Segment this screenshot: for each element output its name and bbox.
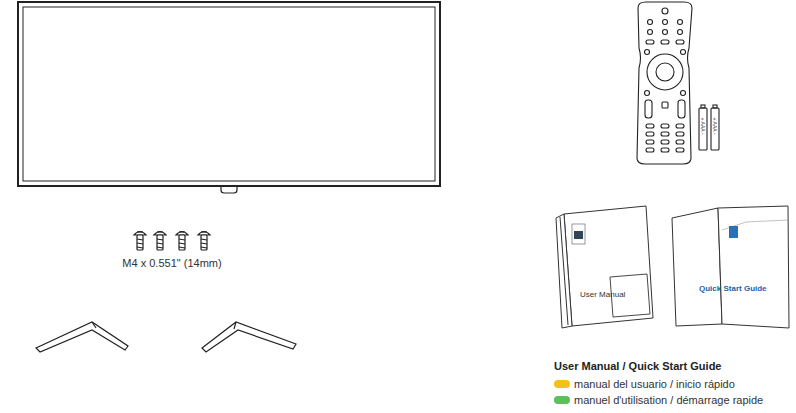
booklet-title: User Manual — [580, 290, 625, 299]
screw-size: M4 x 0.551" (14mm) — [122, 257, 221, 269]
legend-row: manuel d'utilisation / démarrage rapide — [554, 394, 763, 406]
legend-text: manual del usuario / inicio rápido — [574, 378, 735, 390]
heading: User Manual / Quick Start Guide — [554, 360, 722, 372]
legend-text: manuel d'utilisation / démarrage rapide — [574, 394, 763, 406]
manual-booklet: User Manual — [550, 200, 656, 330]
booklet-outline — [666, 200, 792, 330]
legend-swatch — [554, 380, 570, 388]
legend-swatch — [554, 396, 570, 404]
legend-row: manual del usuario / inicio rápido — [554, 378, 735, 390]
booklet-outline — [550, 200, 656, 330]
manual-booklet: Quick Start Guide — [666, 200, 792, 330]
booklet-title: Quick Start Guide — [699, 284, 767, 293]
battery-label: + AAA - — [712, 118, 718, 135]
battery-label: + AAA - — [700, 118, 706, 135]
